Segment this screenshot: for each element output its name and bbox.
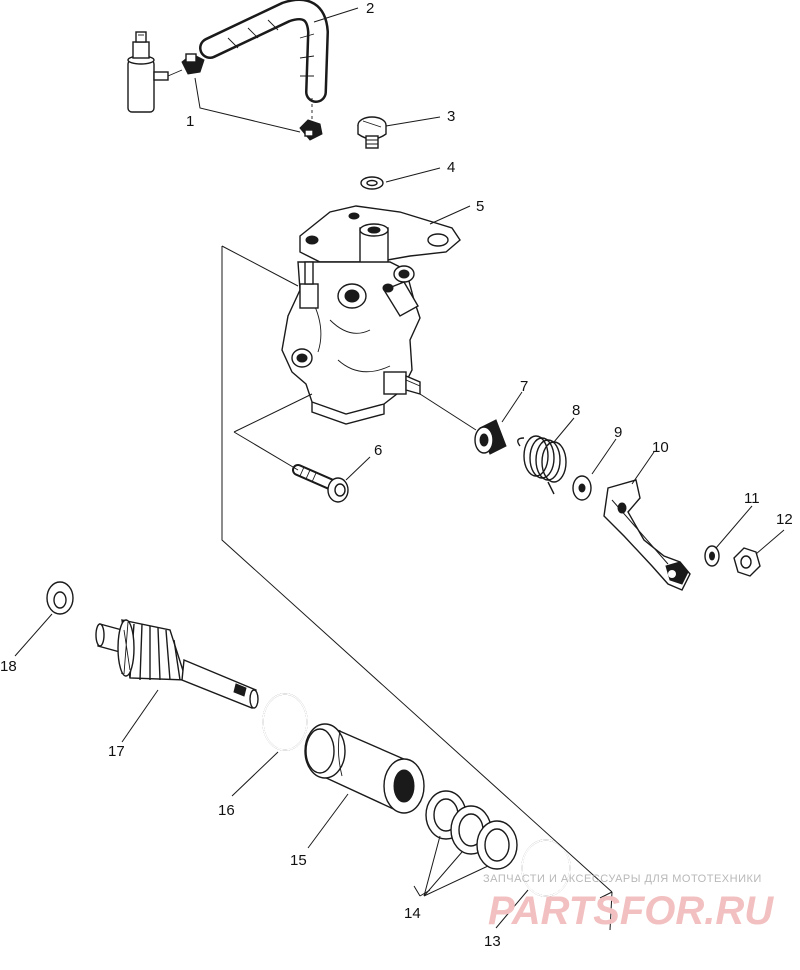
- watermark-tagline: ЗАПЧАСТИ И АКСЕССУАРЫ ДЛЯ МОТОТЕХНИКИ: [483, 873, 762, 885]
- callout-5: 5: [476, 198, 484, 215]
- callout-9: 9: [614, 424, 622, 441]
- callout-18: 18: [0, 658, 17, 675]
- callout-3: 3: [447, 108, 455, 125]
- shim-rings-part-14: [425, 790, 518, 870]
- oil-pump-body: [281, 205, 461, 425]
- washer-part-9: [572, 475, 592, 501]
- o-ring-part-13: [521, 839, 571, 897]
- callout-13: 13: [484, 933, 501, 950]
- washer-part-4: [360, 176, 384, 190]
- callout-7: 7: [520, 378, 528, 395]
- callout-labels: 1 2 3 4 5 6 7 8 9 10 11 12 13 14 15 16 1…: [0, 0, 793, 950]
- callout-6: 6: [374, 442, 382, 459]
- bolt-part-6: [292, 464, 349, 503]
- grease-fitting-part: [127, 31, 183, 113]
- leader-lines: [14, 7, 785, 929]
- callout-2: 2: [366, 0, 374, 17]
- bolt-part-3: [357, 116, 387, 149]
- pump-sleeve-part-15: [304, 723, 425, 814]
- watermark-logo: PARTSFOR.RU: [488, 889, 774, 933]
- o-ring-part-16: [262, 693, 308, 751]
- callout-11: 11: [744, 490, 760, 507]
- hose-clamp-part: [181, 53, 323, 141]
- collar-part-7: [474, 419, 507, 455]
- control-lever-part-10: [603, 479, 691, 591]
- spring-part-8: [517, 435, 567, 495]
- callout-4: 4: [447, 159, 455, 176]
- washer-part-18: [46, 581, 74, 615]
- hex-nut-part-12: [733, 547, 761, 577]
- assembly-outline: [221, 245, 669, 931]
- callout-8: 8: [572, 402, 580, 419]
- callout-16: 16: [218, 802, 235, 819]
- watermark: ЗАПЧАСТИ И АКСЕССУАРЫ ДЛЯ МОТОТЕХНИКИ PA…: [483, 873, 774, 933]
- oil-hose-part: [199, 0, 330, 128]
- callout-10: 10: [652, 439, 669, 456]
- lock-washer-part-11: [704, 545, 720, 567]
- callout-1: 1: [186, 113, 194, 130]
- callout-17: 17: [108, 743, 125, 760]
- callout-14: 14: [404, 905, 421, 922]
- drive-gear-shaft-part-17: [95, 619, 259, 709]
- callout-12: 12: [776, 511, 793, 528]
- callout-15: 15: [290, 852, 307, 869]
